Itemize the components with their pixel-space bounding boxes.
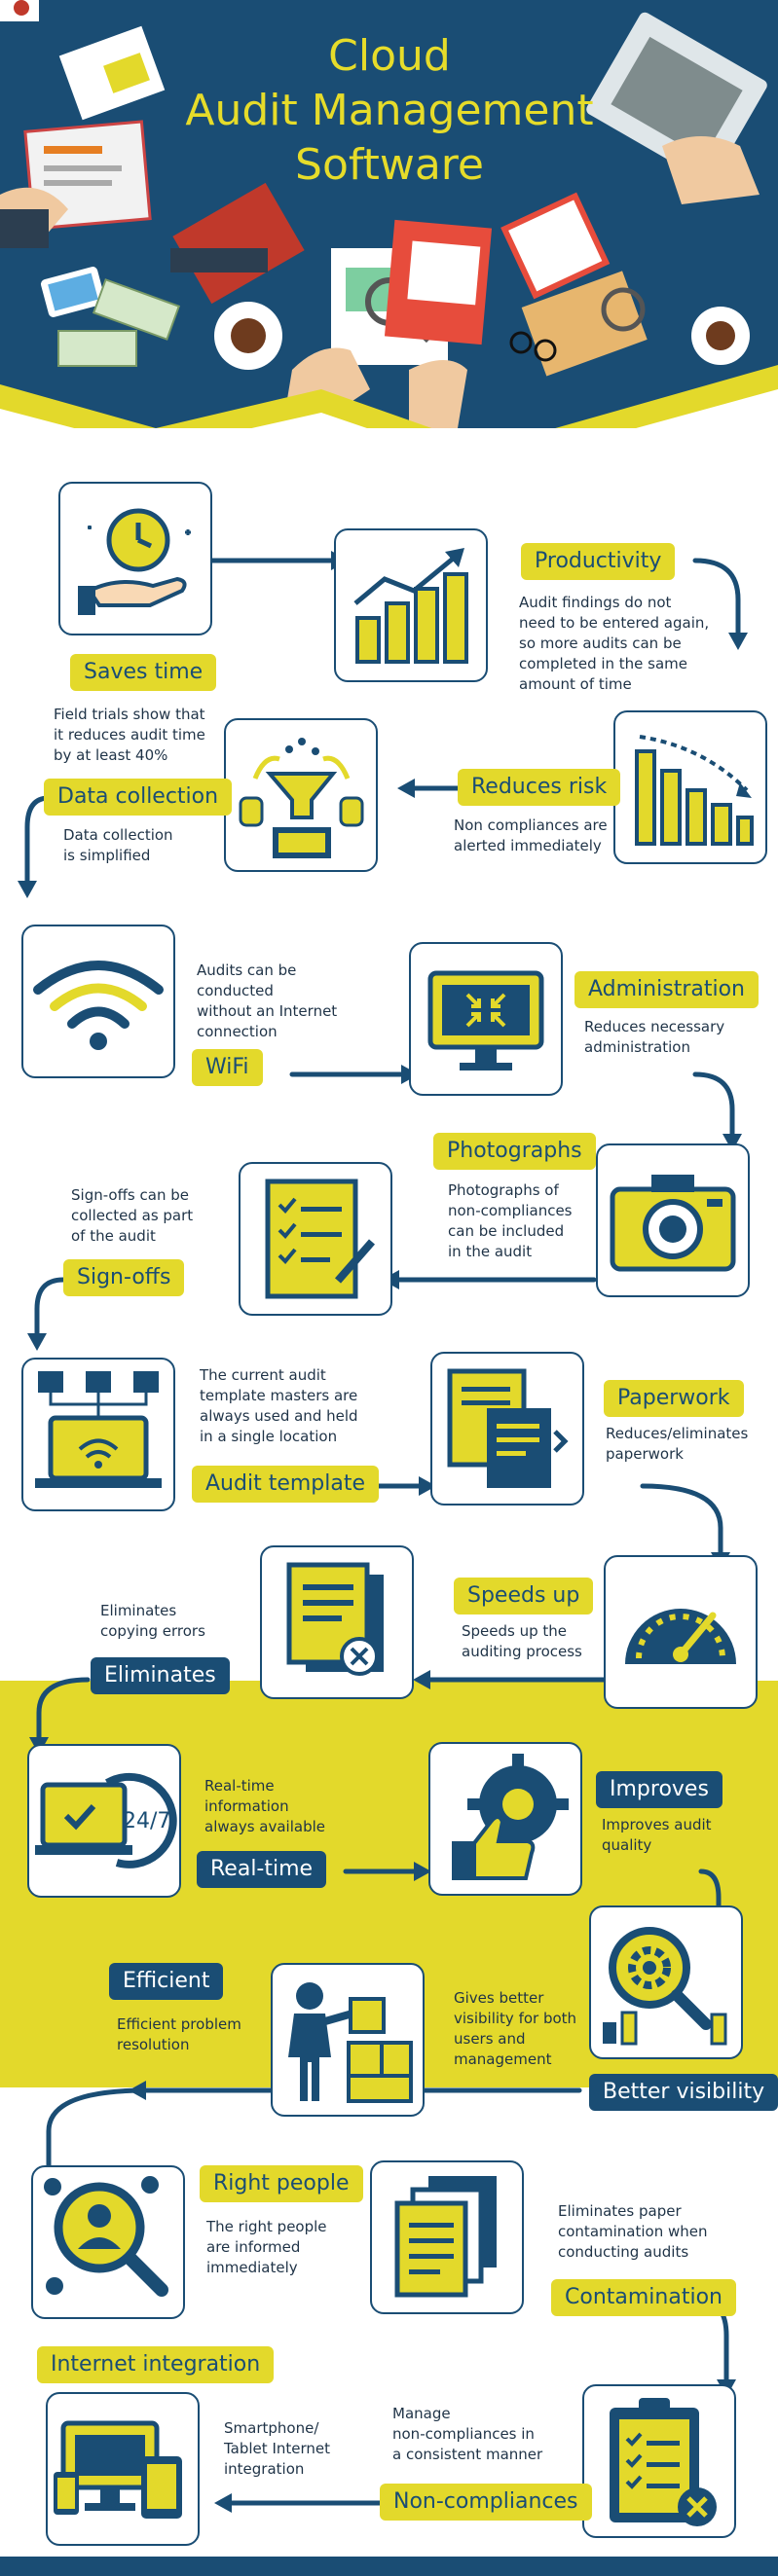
eliminates-label: Eliminates — [91, 1657, 230, 1694]
paperwork-label: Paperwork — [604, 1380, 744, 1417]
laptop-24-7-icon: 24/7 — [35, 1772, 177, 1869]
real-time-label: Real-time — [197, 1851, 327, 1888]
document-delete-icon — [286, 1562, 384, 1676]
efficient-label: Efficient — [109, 1963, 224, 2000]
contamination-label: Contamination — [551, 2279, 736, 2316]
right-people-label: Right people — [200, 2165, 363, 2202]
eliminates-card — [260, 1545, 414, 1699]
administration-description: Reduces necessary administration — [584, 1018, 725, 1056]
data-funnel-icon — [239, 738, 364, 858]
gear-thumbs-up-icon — [452, 1754, 569, 1880]
footer-bar — [0, 2557, 778, 2576]
real-time-card: 24/7 — [27, 1744, 181, 1898]
sign-offs-description: Sign-offs can be collected as part of th… — [71, 1186, 194, 1245]
reduces-risk-card — [613, 710, 767, 864]
improves-description: Improves audit quality — [602, 1816, 712, 1854]
wifi-card — [21, 925, 175, 1078]
signed-checklist-icon — [265, 1179, 376, 1299]
audit-template-description: The current audit template masters are a… — [200, 1366, 358, 1445]
internet-integration-description: Smartphone/ Tablet Internet integration — [224, 2419, 330, 2478]
title-line: Software — [295, 140, 484, 190]
falling-bar-chart-icon — [635, 735, 754, 846]
saves-time-card — [58, 482, 212, 635]
clock-hand-icon — [78, 508, 191, 615]
page-title: Cloud Audit Management Software — [175, 29, 604, 193]
eliminates-description: Eliminates copying errors — [100, 1602, 205, 1640]
photographs-description: Photographs of non-compliances can be in… — [448, 1181, 573, 1260]
data-collection-card — [224, 718, 378, 872]
productivity-description: Audit findings do not need to be entered… — [519, 594, 710, 693]
document-transfer-icon — [447, 1368, 569, 1488]
photographs-card — [596, 1143, 750, 1297]
header-banner: Cloud Audit Management Software — [0, 0, 778, 428]
contamination-description: Eliminates paper contamination when cond… — [558, 2202, 708, 2261]
data-collection-description: Data collection is simplified — [63, 826, 173, 864]
better-visibility-description: Gives better visibility for both users a… — [454, 1989, 577, 2068]
better-visibility-card — [589, 1905, 743, 2059]
flower-icon — [14, 0, 29, 16]
wifi-icon — [33, 961, 164, 1050]
speeds-up-label: Speeds up — [454, 1578, 594, 1615]
speeds-up-card — [604, 1555, 758, 1709]
real-time-description: Real-time information always available — [204, 1777, 325, 1835]
internet-integration-label: Internet integration — [37, 2346, 275, 2383]
reduces-risk-label: Reduces risk — [458, 769, 621, 806]
non-compliances-card — [582, 2384, 736, 2538]
rising-bar-chart-icon — [353, 548, 468, 664]
right-people-card — [31, 2165, 185, 2319]
productivity-label: Productivity — [521, 543, 676, 580]
audit-template-card — [21, 1358, 175, 1511]
paperwork-card — [430, 1352, 584, 1506]
devices-icon — [54, 2420, 182, 2519]
wifi-label: WiFi — [192, 1049, 263, 1086]
wifi-description: Audits can be conducted without an Inter… — [197, 961, 338, 1040]
internet-integration-card — [46, 2392, 200, 2546]
speedometer-icon — [625, 1609, 736, 1664]
clipboard-x-icon — [610, 2398, 717, 2526]
efficient-card — [271, 1963, 425, 2117]
paper-stack-icon — [394, 2176, 497, 2298]
data-collection-label: Data collection — [44, 779, 233, 816]
administration-card — [409, 942, 563, 1096]
improves-label: Improves — [596, 1771, 722, 1808]
saves-time-label: Saves time — [70, 654, 217, 691]
non-compliances-description: Manage non-compliances in a consistent m… — [392, 2405, 543, 2463]
non-compliances-label: Non-compliances — [380, 2484, 592, 2521]
sign-offs-label: Sign-offs — [63, 1259, 185, 1296]
contamination-card — [370, 2160, 524, 2314]
monitor-compress-icon — [427, 970, 544, 1070]
svg-text:24/7: 24/7 — [123, 1809, 170, 1833]
improves-card — [428, 1742, 582, 1896]
person-puzzle-icon — [288, 1982, 413, 2103]
sign-offs-card — [239, 1162, 392, 1316]
audit-template-label: Audit template — [192, 1466, 380, 1503]
saves-time-description: Field trials show that it reduces audit … — [54, 706, 205, 764]
reduces-risk-description: Non compliances are alerted immediately — [454, 816, 608, 854]
desk-illustration — [0, 0, 778, 428]
right-people-description: The right people are informed immediatel… — [206, 2218, 327, 2276]
speeds-up-description: Speeds up the auditing process — [462, 1622, 582, 1660]
better-visibility-label: Better visibility — [589, 2074, 778, 2111]
paperwork-description: Reduces/eliminates paperwork — [606, 1425, 749, 1463]
title-line: Audit Management — [185, 86, 594, 135]
laptop-network-icon — [35, 1371, 162, 1488]
gear-magnifier-icon — [603, 1927, 727, 2046]
camera-icon — [610, 1175, 736, 1272]
productivity-card — [334, 528, 488, 682]
user-search-icon — [44, 2176, 168, 2297]
administration-label: Administration — [574, 971, 759, 1008]
photographs-label: Photographs — [433, 1133, 596, 1170]
title-line: Cloud — [328, 31, 451, 81]
efficient-description: Efficient problem resolution — [117, 2015, 241, 2053]
